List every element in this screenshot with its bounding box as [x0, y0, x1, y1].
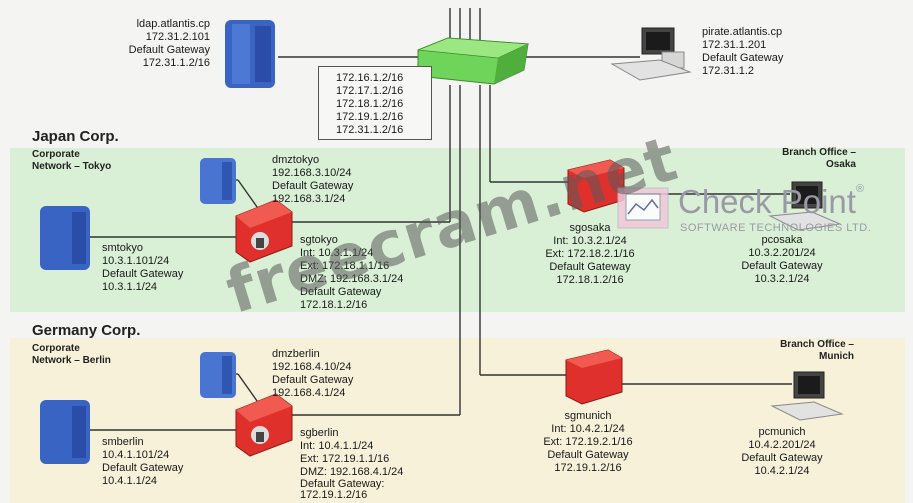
check-point-brand-name: Check Point: [678, 183, 856, 220]
ldap-server-icon: [225, 20, 275, 88]
sgberlin-ext: Ext: 172.19.1.1/16: [300, 453, 390, 465]
pcmunich-gateway-label: Default Gateway: [741, 452, 823, 464]
sgberlin-name: sgberlin: [300, 427, 339, 439]
dmzberlin-ip: 192.168.4.10/24: [272, 361, 352, 373]
sgtokyo-name: sgtokyo: [300, 234, 338, 246]
japan-corp-title: Japan Corp.: [32, 128, 119, 145]
sgtokyo-firewall-icon: [235, 199, 293, 263]
pcmunich-name: pcmunich: [758, 426, 806, 438]
sgtokyo-ext: Ext: 172.18.1.1/16: [300, 260, 390, 272]
smberlin-name: smberlin: [102, 436, 144, 448]
smtokyo-gateway-label: Default Gateway: [102, 268, 184, 280]
smtokyo-gateway: 10.3.1.1/24: [102, 281, 158, 293]
sgmunich-ext: Ext: 172.19.2.1/16: [543, 436, 633, 448]
smtokyo-name: smtokyo: [102, 242, 143, 254]
router-route-3: 172.18.1.2/16: [336, 98, 404, 110]
pcmunich-gateway: 10.4.2.1/24: [754, 465, 810, 477]
dmzberlin-name: dmzberlin: [272, 348, 320, 360]
sgtokyo-gateway: 172.18.1.2/16: [300, 299, 368, 311]
sgosaka-name: sgosaka: [569, 222, 611, 234]
ldap-ip: 172.31.2.101: [145, 31, 210, 43]
sgberlin-dmz: DMZ: 192.168.4.1/24: [300, 466, 404, 478]
dmztokyo-gateway-label: Default Gateway: [272, 180, 354, 192]
sgtokyo-dmz: DMZ: 192.168.3.1/24: [300, 273, 404, 285]
smtokyo-server-icon: [40, 206, 90, 270]
pcosaka-gateway: 10.3.2.1/24: [754, 273, 810, 285]
check-point-registered-mark: ®: [855, 183, 865, 195]
osaka-branch-label: Branch Office – Osaka: [782, 147, 856, 170]
router-route-2: 172.17.1.2/16: [336, 85, 404, 97]
smberlin-ip: 10.4.1.101/24: [102, 449, 170, 461]
sgosaka-int: Int: 10.3.2.1/24: [553, 235, 627, 247]
dmzberlin-gateway-label: Default Gateway: [272, 374, 354, 386]
sgtokyo-gateway-label: Default Gateway: [300, 286, 382, 298]
sgmunich-firewall-icon: [565, 349, 623, 405]
munich-branch-label: Branch Office – Munich: [780, 339, 854, 362]
pcosaka-name: pcosaka: [761, 234, 803, 246]
router-route-1: 172.16.1.2/16: [336, 72, 404, 84]
pcosaka-gateway-label: Default Gateway: [741, 260, 823, 272]
dmztokyo-name: dmztokyo: [272, 154, 320, 166]
germany-corp-title: Germany Corp.: [32, 322, 141, 339]
sgosaka-gateway-label: Default Gateway: [549, 261, 631, 273]
sgberlin-gateway-label: Default Gateway:: [300, 478, 385, 490]
ldap-gateway-label: Default Gateway: [128, 44, 210, 56]
router-route-4: 172.19.1.2/16: [336, 111, 404, 123]
dmztokyo-gateway: 192.168.3.1/24: [272, 193, 346, 205]
pirate-gateway: 172.31.1.2: [702, 65, 754, 77]
sgberlin-firewall-icon: [235, 393, 293, 457]
dmzberlin-gateway: 192.168.4.1/24: [272, 387, 346, 399]
sgmunich-gateway-label: Default Gateway: [547, 449, 629, 461]
dmzberlin-server-icon: [200, 352, 236, 398]
pirate-name: pirate.atlantis.cp: [702, 26, 783, 38]
germany-zone-band: [10, 338, 905, 503]
sgtokyo-int: Int: 10.3.1.1/24: [300, 247, 374, 259]
core-router: [417, 37, 530, 85]
sgberlin-gateway: 172.19.1.2/16: [300, 489, 368, 501]
tokyo-network-label: Corporate Network – Tokyo: [32, 149, 112, 172]
pirate-workstation-icon: [610, 27, 692, 81]
check-point-tagline: SOFTWARE TECHNOLOGIES LTD.: [680, 222, 872, 234]
router-routes-box: [318, 66, 432, 140]
pirate-gateway-label: Default Gateway: [702, 52, 784, 64]
berlin-network-label: Corporate Network – Berlin: [32, 343, 111, 366]
sgmunich-name: sgmunich: [564, 410, 612, 422]
sgmunich-gateway: 172.19.1.2/16: [554, 462, 622, 474]
japan-zone-band: [10, 148, 905, 312]
router-route-5: 172.31.1.2/16: [336, 124, 404, 136]
smtokyo-ip: 10.3.1.101/24: [102, 255, 170, 267]
smberlin-server-icon: [40, 400, 90, 464]
pcosaka-ip: 10.3.2.201/24: [748, 247, 816, 259]
pcmunich-ip: 10.4.2.201/24: [748, 439, 816, 451]
smberlin-gateway: 10.4.1.1/24: [102, 475, 158, 487]
pirate-ip: 172.31.1.201: [702, 39, 767, 51]
sgosaka-firewall-icon: [567, 159, 625, 213]
sgmunich-int: Int: 10.4.2.1/24: [551, 423, 625, 435]
sgosaka-ext: Ext: 172.18.2.1/16: [545, 248, 635, 260]
check-point-brand: Check Point®: [678, 183, 864, 221]
smberlin-gateway-label: Default Gateway: [102, 462, 184, 474]
sgosaka-gateway: 172.18.1.2/16: [556, 274, 624, 286]
pcosaka-workstation-icon: [768, 181, 842, 231]
pcmunich-workstation-icon: [770, 371, 844, 421]
dmztokyo-server-icon: [200, 158, 236, 204]
sgberlin-int: Int: 10.4.1.1/24: [300, 440, 374, 452]
check-point-logo-mark: [617, 187, 669, 229]
ldap-gateway: 172.31.1.2/16: [142, 57, 210, 69]
ldap-name: ldap.atlantis.cp: [136, 18, 210, 30]
dmztokyo-ip: 192.168.3.10/24: [272, 167, 352, 179]
